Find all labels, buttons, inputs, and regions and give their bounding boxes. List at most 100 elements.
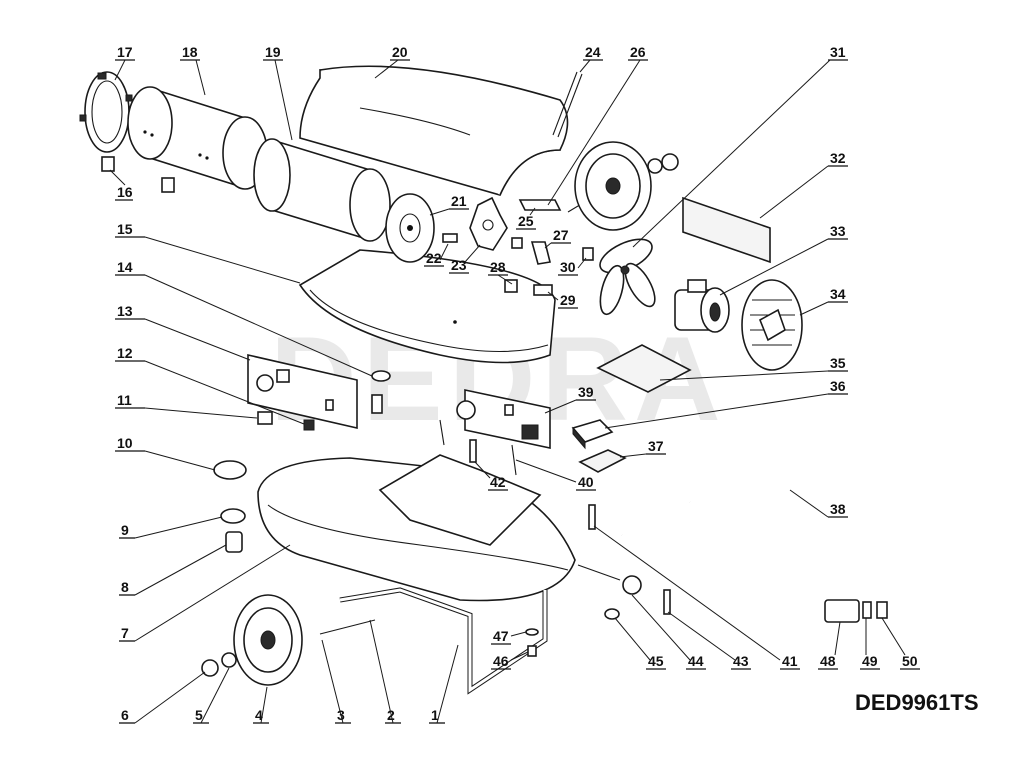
part-13-side-panel <box>247 353 358 430</box>
svg-text:15: 15 <box>117 221 133 237</box>
part-26-rear-wheel <box>574 141 679 231</box>
callout-50: 50 <box>881 617 920 670</box>
svg-text:6: 6 <box>121 707 129 723</box>
part-42-needles <box>439 419 517 476</box>
callout-7: 7 <box>119 544 291 642</box>
part-44-plug <box>577 564 642 595</box>
callout-31: 31 <box>632 44 848 248</box>
callout-8: 8 <box>119 544 227 596</box>
callout-11: 11 <box>115 392 258 419</box>
callout-26: 26 <box>547 44 648 206</box>
callout-32: 32 <box>759 150 848 219</box>
part-19-inner-cylinder <box>253 138 391 242</box>
svg-text:23: 23 <box>451 257 467 273</box>
callout-22: 22 <box>424 243 449 267</box>
part-27-bracket <box>530 241 551 265</box>
callout-24: 24 <box>579 44 603 73</box>
part-23-swirl-plate <box>469 196 508 251</box>
svg-text:10: 10 <box>117 435 133 451</box>
callout-2: 2 <box>369 619 401 724</box>
part-29-photocell <box>533 284 553 296</box>
svg-text:12: 12 <box>117 345 133 361</box>
part-25-bracket <box>518 199 584 213</box>
callout-17: 17 <box>114 44 135 81</box>
callout-36: 36 <box>604 378 848 429</box>
callout-3: 3 <box>321 639 351 724</box>
svg-text:49: 49 <box>862 653 878 669</box>
part-9-cap-ring <box>220 508 246 524</box>
svg-text:30: 30 <box>560 259 576 275</box>
svg-text:29: 29 <box>560 292 576 308</box>
svg-text:16: 16 <box>117 184 133 200</box>
svg-text:14: 14 <box>117 259 133 275</box>
callout-39: 39 <box>544 384 596 414</box>
callout-49: 49 <box>860 618 880 670</box>
svg-text:32: 32 <box>830 150 846 166</box>
callout-15: 15 <box>115 221 301 284</box>
callout-43: 43 <box>667 611 751 670</box>
callout-33: 33 <box>719 223 848 296</box>
part-45-drain-plug <box>604 608 620 620</box>
part-16-clips <box>101 156 175 193</box>
model-code-label: DED9961TS <box>855 690 979 715</box>
callout-19: 19 <box>263 44 293 141</box>
callout-12: 12 <box>115 345 305 425</box>
callout-44: 44 <box>631 594 706 670</box>
part-18-outer-cylinder <box>127 86 268 190</box>
part-7-tank <box>257 454 576 602</box>
callout-10: 10 <box>115 435 216 471</box>
svg-text:21: 21 <box>451 193 467 209</box>
part-31-fan <box>599 238 656 316</box>
svg-text:18: 18 <box>182 44 198 60</box>
part-6-nut <box>201 659 219 677</box>
part-4-front-wheel <box>233 594 303 686</box>
callout-38: 38 <box>789 489 848 518</box>
svg-text:43: 43 <box>733 653 749 669</box>
callout-23: 23 <box>449 244 481 274</box>
svg-text:13: 13 <box>117 303 133 319</box>
svg-text:28: 28 <box>490 259 506 275</box>
svg-text:41: 41 <box>782 653 798 669</box>
svg-text:39: 39 <box>578 384 594 400</box>
callout-35: 35 <box>659 355 848 381</box>
part-24-rods <box>552 71 583 138</box>
part-14-gauge <box>371 370 391 414</box>
part-11-switch <box>257 411 273 425</box>
part-34-fan-guard <box>741 279 803 371</box>
svg-text:48: 48 <box>820 653 836 669</box>
svg-text:20: 20 <box>392 44 408 60</box>
svg-text:19: 19 <box>265 44 281 60</box>
callout-30: 30 <box>558 257 587 276</box>
part-12-part <box>303 419 315 431</box>
part-50-part <box>876 601 888 619</box>
callout-5: 5 <box>193 667 230 724</box>
callout-41: 41 <box>593 525 800 670</box>
svg-text:34: 34 <box>830 286 846 302</box>
part-5-washer <box>221 652 237 668</box>
part-38-handle <box>621 408 807 560</box>
svg-text:40: 40 <box>578 474 594 490</box>
svg-text:35: 35 <box>830 355 846 371</box>
part-17-ring-flange <box>79 71 133 153</box>
part-41-pin <box>588 504 596 530</box>
svg-text:1: 1 <box>431 707 439 723</box>
callout-34: 34 <box>799 286 848 316</box>
part-35-base-plate <box>596 344 692 393</box>
callout-6: 6 <box>119 671 206 724</box>
callout-48: 48 <box>818 621 841 670</box>
callout-18: 18 <box>180 44 206 96</box>
part-32-plate <box>682 196 771 264</box>
svg-text:7: 7 <box>121 625 129 641</box>
svg-text:36: 36 <box>830 378 846 394</box>
callout-13: 13 <box>115 303 251 361</box>
callout-21: 21 <box>429 193 469 216</box>
part-37-plate <box>578 449 627 473</box>
svg-text:26: 26 <box>630 44 646 60</box>
svg-text:9: 9 <box>121 522 129 538</box>
svg-text:8: 8 <box>121 579 129 595</box>
callout-45: 45 <box>614 617 666 670</box>
svg-text:17: 17 <box>117 44 133 60</box>
callout-20: 20 <box>374 44 410 79</box>
svg-text:31: 31 <box>830 44 846 60</box>
